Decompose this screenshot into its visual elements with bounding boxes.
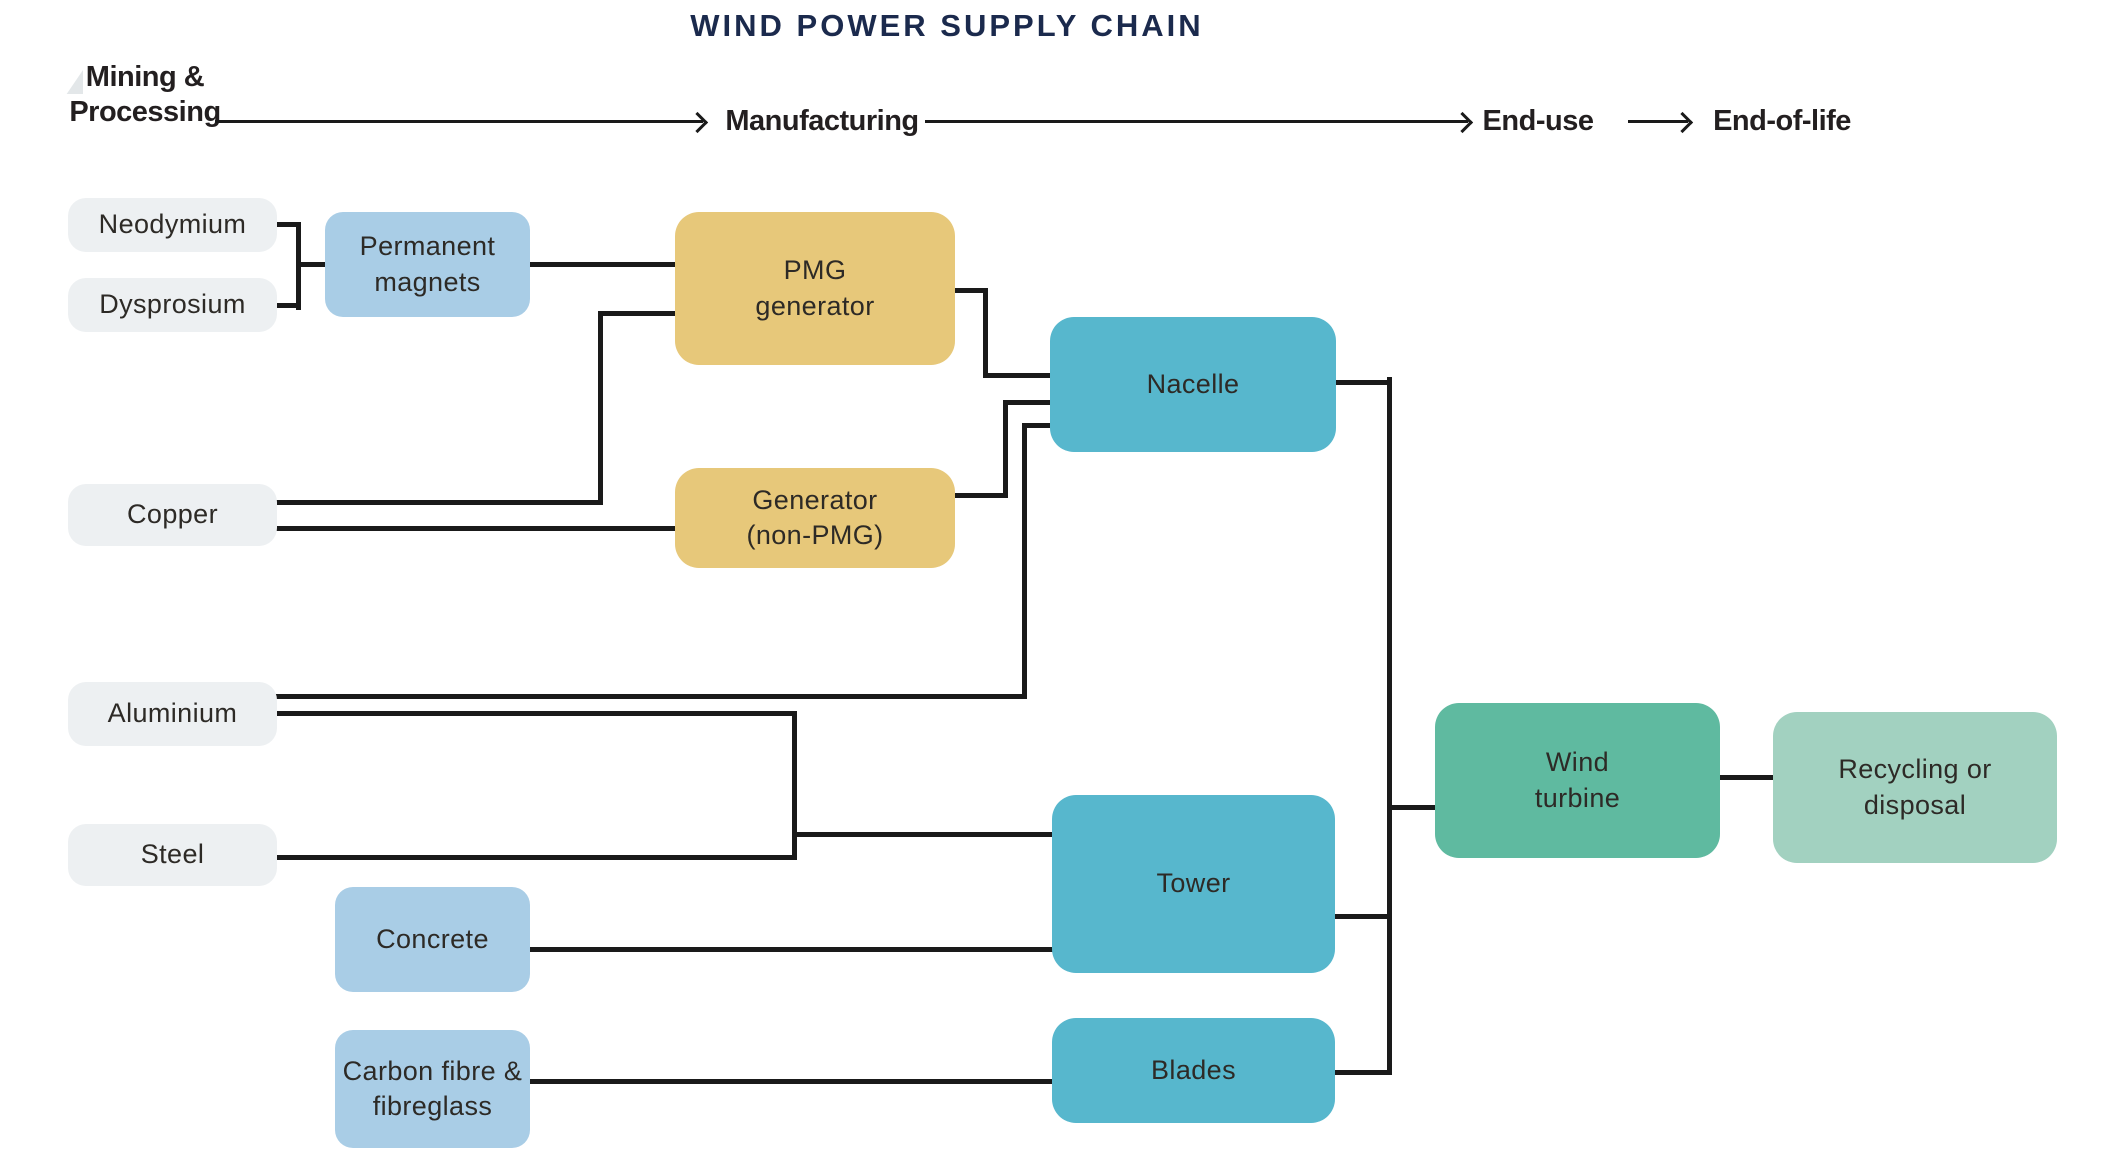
connector-pmg-out-v — [983, 288, 988, 378]
connector-copper-upper-v — [598, 311, 603, 505]
stage-arrow-mining-to-manufacturing — [215, 120, 703, 123]
node-pmg-generator: PMG generator — [675, 212, 955, 365]
connector-wind-turbine-to-recycling — [1718, 775, 1775, 780]
node-aluminium: Aluminium — [68, 682, 277, 746]
connector-trunk-vertical — [1387, 377, 1392, 1075]
connector-dysprosium-to-bracket — [277, 303, 301, 308]
connector-non-pmg-out-v — [1003, 400, 1008, 498]
node-neodymium: Neodymium — [68, 198, 277, 252]
node-concrete: Concrete — [335, 887, 530, 992]
node-nacelle: Nacelle — [1050, 317, 1336, 452]
connector-copper-upper-h — [275, 500, 603, 505]
connector-tower-out — [1333, 914, 1390, 919]
stage-arrow-end-use-to-end-of-life — [1628, 120, 1688, 123]
stage-header-end-of-life: End-of-life — [1713, 105, 1851, 137]
node-carbon-fibre-fibreglass: Carbon fibre & fibreglass — [335, 1030, 530, 1148]
node-dysprosium: Dysprosium — [68, 278, 277, 332]
connector-pmg-to-nacelle — [983, 373, 1053, 378]
stage-arrow-manufacturing-to-end-use — [925, 120, 1468, 123]
stage-header-mining-processing: Mining & Processing — [69, 61, 221, 128]
node-steel: Steel — [68, 824, 277, 886]
page-title: WIND POWER SUPPLY CHAIN — [690, 8, 1204, 43]
connector-carbon-fibre-to-blades — [528, 1079, 1054, 1084]
node-recycling-or-disposal: Recycling or disposal — [1773, 712, 2057, 863]
connector-trunk-to-wind-turbine — [1387, 805, 1437, 810]
connector-non-pmg-to-nacelle — [1003, 400, 1053, 405]
stage-header-end-use: End-use — [1482, 105, 1594, 137]
connector-pmg-out-h — [953, 288, 988, 293]
connector-copper-to-non-pmg — [275, 526, 678, 531]
connector-neodymium-to-bracket — [277, 222, 301, 227]
connector-steel-h — [275, 855, 795, 860]
node-blades: Blades — [1052, 1018, 1335, 1123]
connector-concrete-to-tower — [528, 947, 1054, 952]
node-wind-turbine: Wind turbine — [1435, 703, 1720, 858]
connector-aluminium-to-nacelle-h — [275, 694, 1027, 699]
node-tower: Tower — [1052, 795, 1335, 973]
connector-aluminium-nacelle-entry — [1022, 423, 1052, 428]
stage-header-manufacturing: Manufacturing — [725, 105, 919, 137]
node-permanent-magnets: Permanent magnets — [325, 212, 530, 317]
node-generator-non-pmg: Generator (non-PMG) — [675, 468, 955, 568]
node-copper: Copper — [68, 484, 277, 546]
connector-merge-to-tower — [792, 832, 1054, 837]
connector-blades-out — [1333, 1070, 1390, 1075]
connector-permanent-magnets-to-pmg — [528, 262, 678, 267]
connector-nacelle-out — [1334, 380, 1392, 385]
connector-copper-to-pmg — [598, 311, 678, 316]
connector-aluminium-steel-merge-v — [792, 711, 797, 860]
connector-aluminium-to-nacelle-v — [1022, 423, 1027, 699]
connector-bracket-to-permanent-magnets — [296, 262, 328, 267]
connector-non-pmg-out-h — [953, 493, 1008, 498]
connector-aluminium-lower-h — [275, 711, 797, 716]
